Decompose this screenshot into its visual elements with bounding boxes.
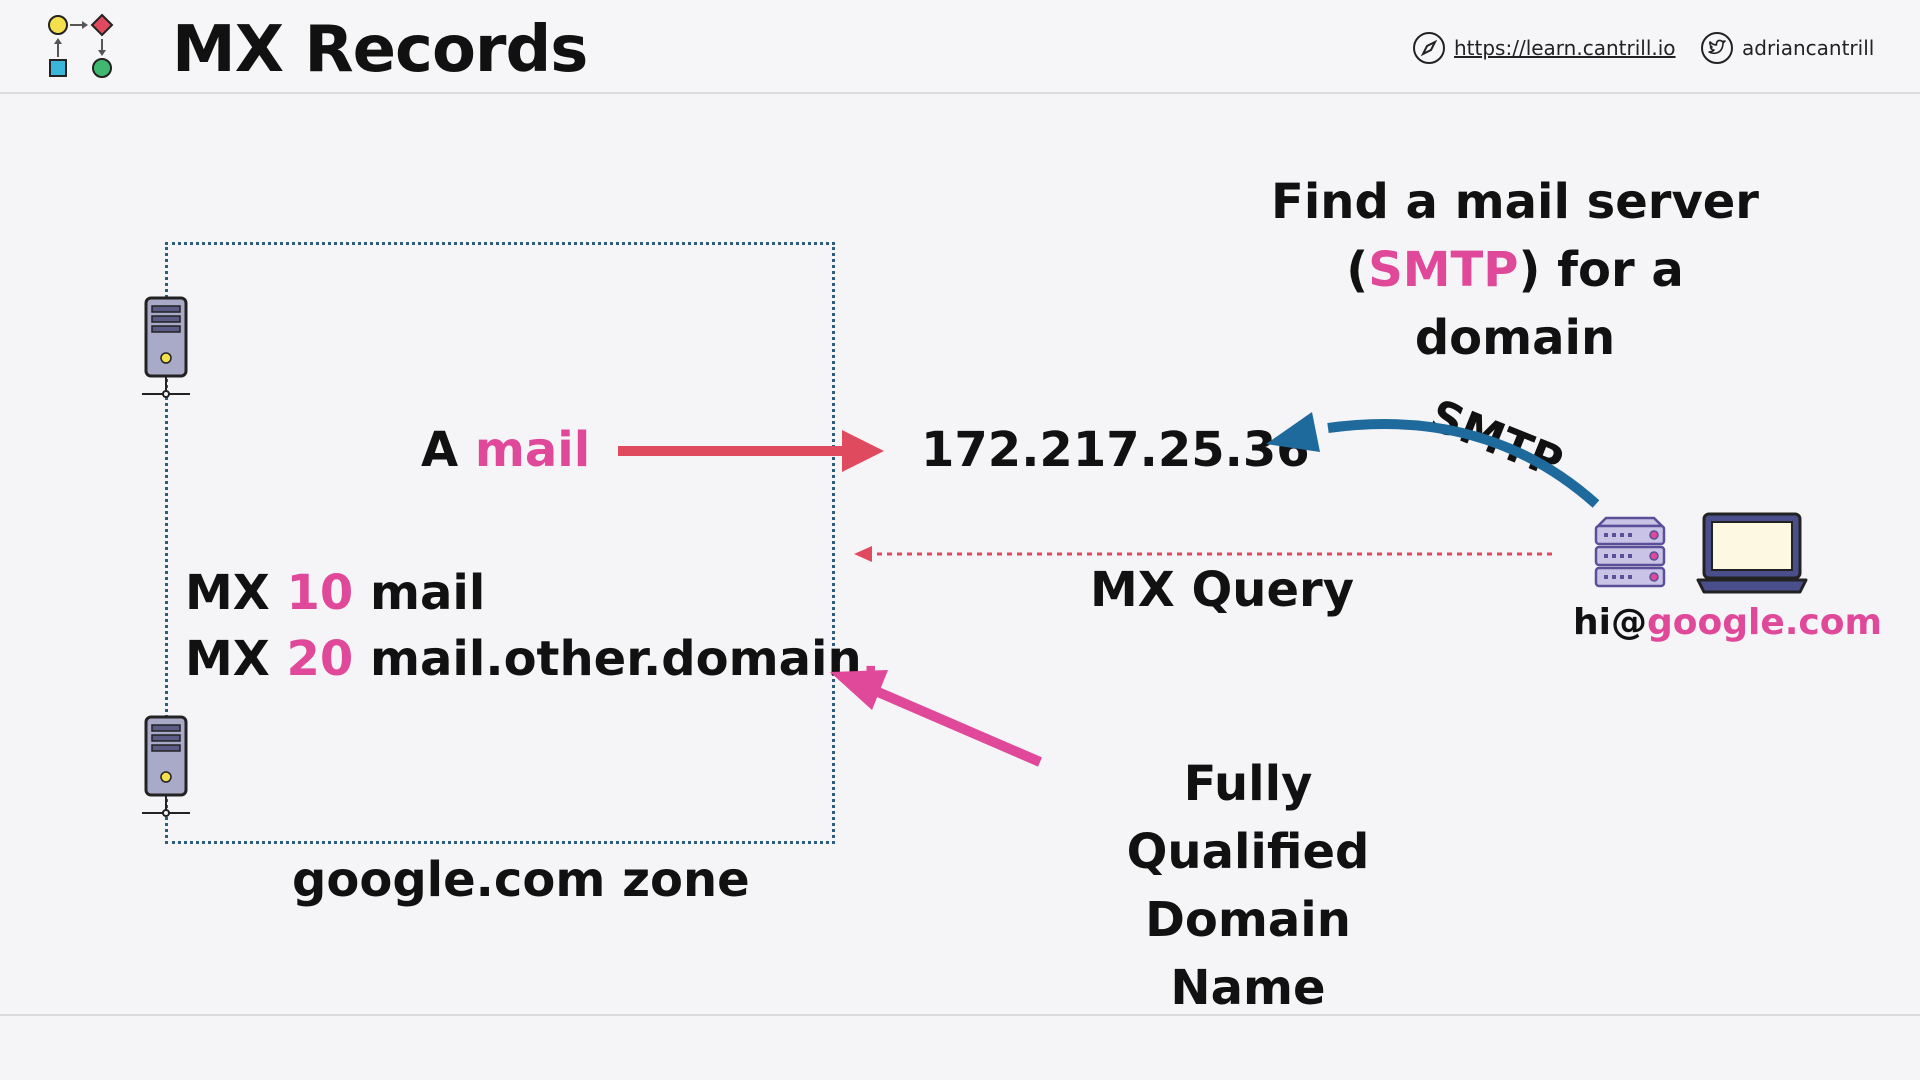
aws-flow-logo-icon bbox=[48, 13, 114, 78]
paren-open: ( bbox=[1346, 242, 1369, 298]
website-link[interactable]: https://learn.cantrill.io bbox=[1412, 30, 1676, 66]
twitter-bird-icon bbox=[1701, 32, 1733, 64]
find-heading-rest: ) for a domain bbox=[1414, 242, 1684, 366]
a-record: A mail bbox=[421, 420, 590, 480]
mx2-type: MX bbox=[185, 631, 270, 687]
a-record-name: mail bbox=[474, 422, 591, 478]
mx1-type: MX bbox=[185, 565, 270, 621]
find-heading-line2: (SMTP) for a domain bbox=[1240, 236, 1790, 372]
server-tower-icon bbox=[142, 296, 190, 398]
ip-address: 172.217.25.36 bbox=[921, 422, 1310, 478]
zone-label: google.com zone bbox=[292, 852, 750, 908]
google-zone-box bbox=[165, 242, 835, 844]
email-domain: google.com bbox=[1646, 602, 1882, 643]
email-user: hi@ bbox=[1573, 602, 1647, 643]
laptop-icon bbox=[1696, 512, 1808, 594]
website-url[interactable]: https://learn.cantrill.io bbox=[1454, 36, 1676, 60]
mx1-value: mail bbox=[370, 565, 486, 621]
mx-records: MX 10 mail MX 20 mail.other.domain. bbox=[185, 560, 880, 692]
email-address: hi@google.com bbox=[1573, 600, 1882, 646]
twitter-handle[interactable]: adriancantrill bbox=[1742, 36, 1875, 60]
server-tower-icon bbox=[142, 715, 190, 817]
mx2-priority: 20 bbox=[286, 631, 354, 687]
mx-record-1: MX 10 mail bbox=[185, 560, 880, 626]
compass-icon bbox=[1413, 32, 1445, 64]
footer-divider bbox=[0, 1014, 1920, 1016]
fqdn-label: Fully Qualified Domain Name bbox=[1126, 756, 1370, 1016]
rack-server-icon bbox=[1594, 516, 1666, 588]
a-record-type: A bbox=[421, 422, 459, 478]
mx-query-label: MX Query bbox=[1090, 562, 1354, 618]
header-bar: MX Records https://learn.cantrill.io adr… bbox=[0, 0, 1920, 94]
mx2-value: mail.other.domain bbox=[370, 631, 862, 687]
mx1-priority: 10 bbox=[286, 565, 354, 621]
smtp-highlight: SMTP bbox=[1368, 242, 1519, 298]
page-title: MX Records bbox=[172, 13, 588, 87]
fqdn-trailing-dot: . bbox=[861, 631, 880, 687]
mx-record-2: MX 20 mail.other.domain. bbox=[185, 626, 880, 692]
twitter-link[interactable]: adriancantrill bbox=[1700, 30, 1874, 66]
smtp-arc-label: SMTP bbox=[1422, 390, 1570, 489]
find-heading-line1: Find a mail server bbox=[1271, 174, 1759, 230]
find-mail-server-heading: Find a mail server (SMTP) for a domain bbox=[1240, 168, 1790, 372]
